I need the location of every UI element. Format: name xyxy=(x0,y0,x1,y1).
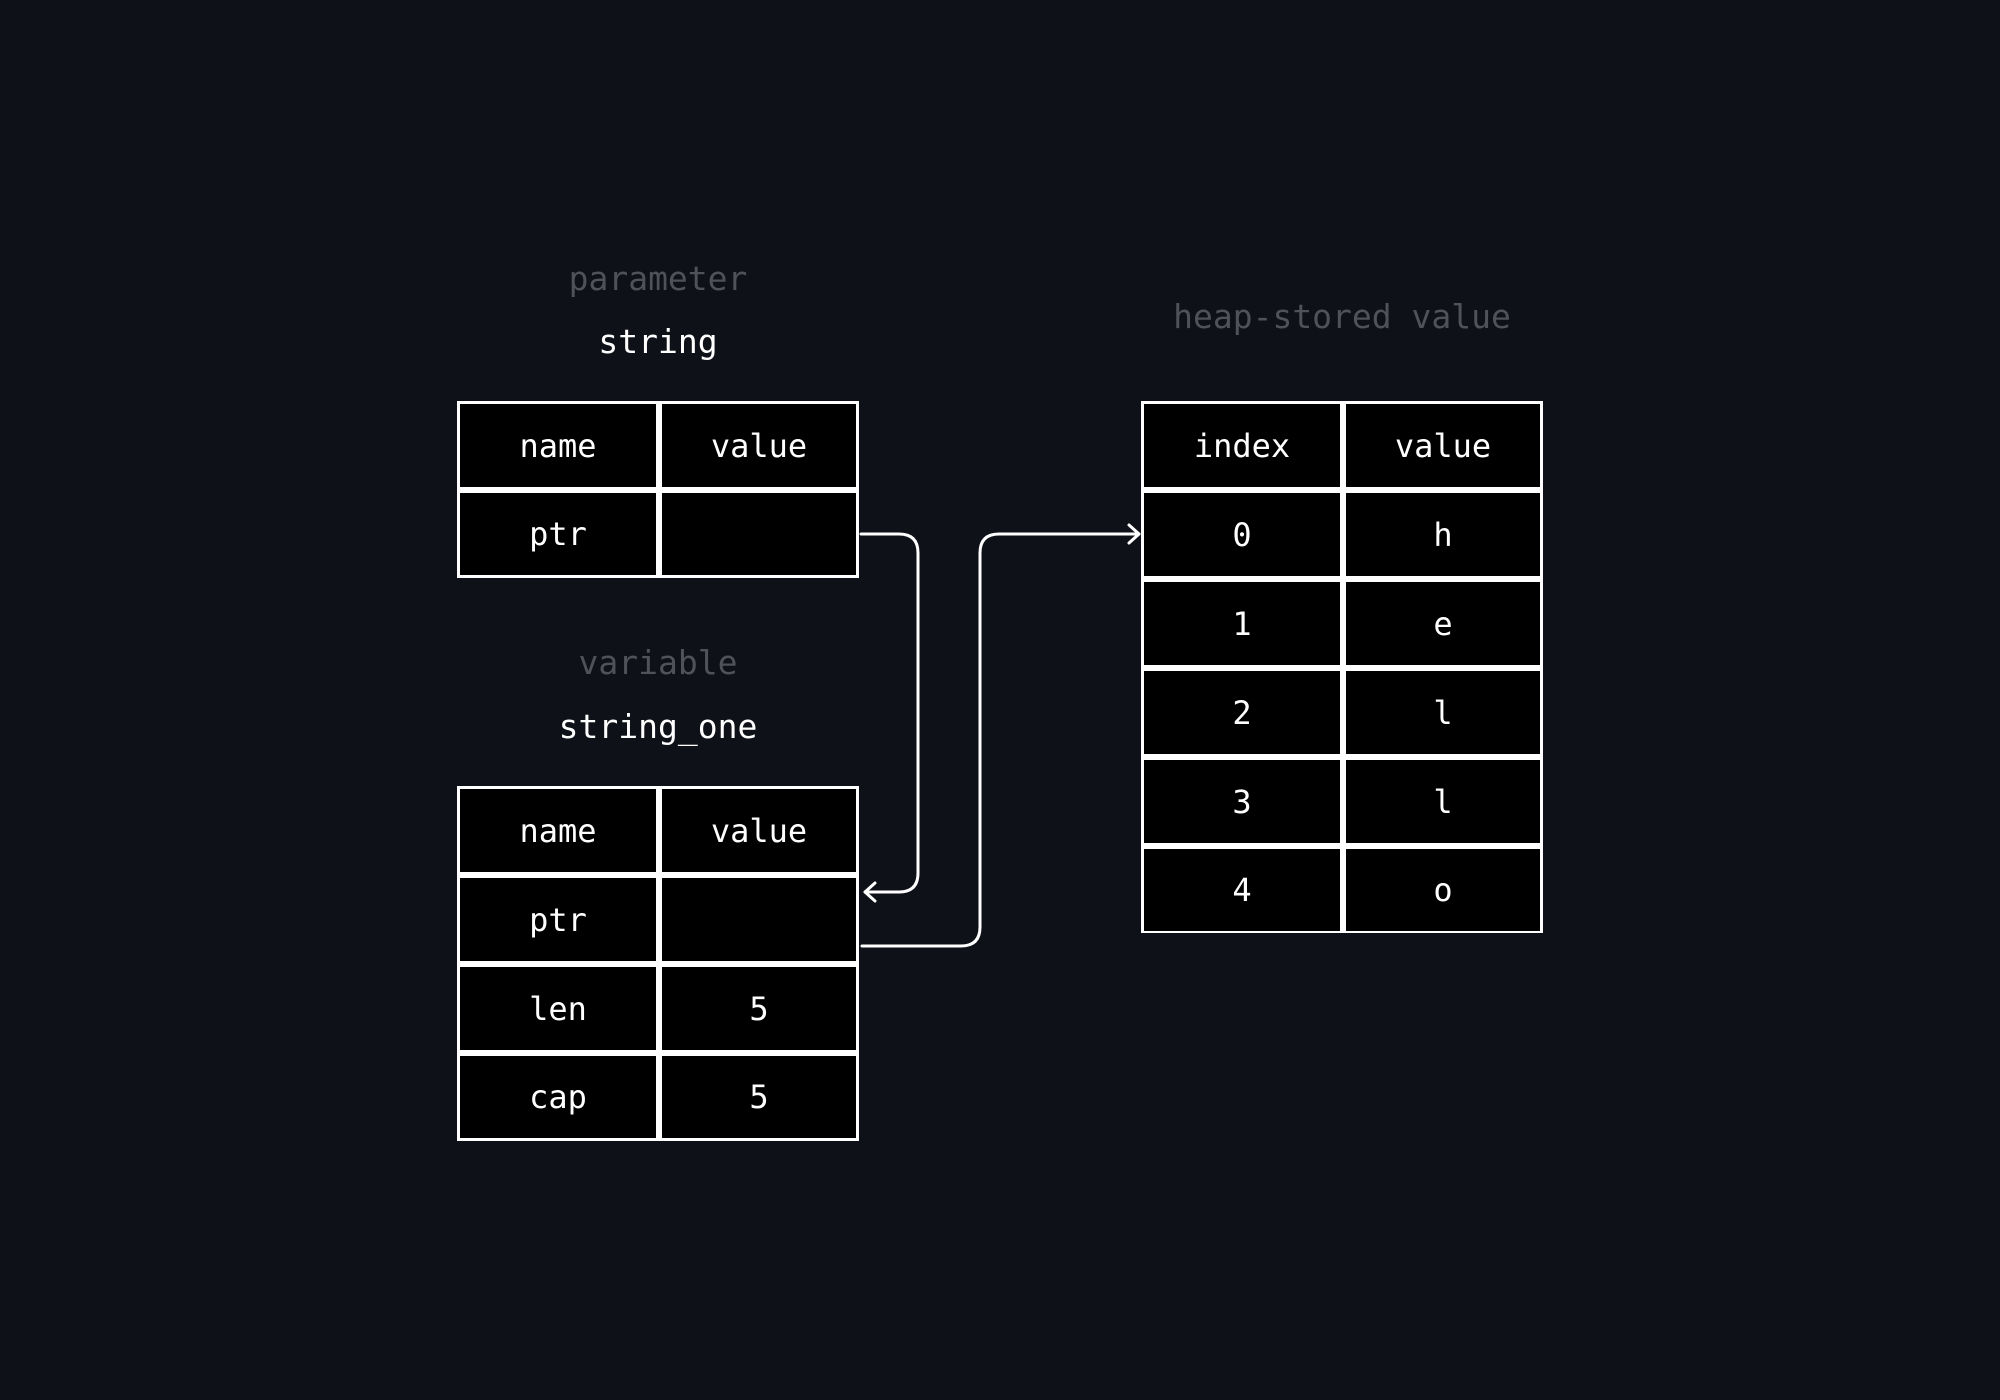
row-index-cell: 4 xyxy=(1144,849,1340,931)
row-name-cell: ptr xyxy=(460,493,656,575)
row-value-cell: e xyxy=(1346,582,1540,665)
variable-ptr-to-heap-arrow xyxy=(860,532,1141,948)
parameter-table: name value ptr xyxy=(457,401,859,578)
heap-kind-label: heap-stored value xyxy=(1173,297,1511,336)
column-header-index: index xyxy=(1144,404,1340,487)
row-value-cell xyxy=(662,493,856,575)
row-index-cell: 3 xyxy=(1144,760,1340,843)
row-value-cell xyxy=(662,878,856,961)
parameter-name-label: string xyxy=(598,322,718,361)
column-header-value: value xyxy=(662,404,856,487)
variable-kind-label: variable xyxy=(578,643,738,682)
row-value-cell: 5 xyxy=(662,967,856,1050)
row-value-cell: o xyxy=(1346,849,1540,931)
heap-table: index value 0 h 1 e 2 l 3 l 4 o xyxy=(1141,401,1543,933)
column-header-name: name xyxy=(460,404,656,487)
column-header-value: value xyxy=(1346,404,1540,487)
parameter-ptr-arrowhead xyxy=(863,881,877,903)
row-index-cell: 1 xyxy=(1144,582,1340,665)
row-value-cell: l xyxy=(1346,671,1540,754)
row-name-cell: ptr xyxy=(460,878,656,961)
row-index-cell: 2 xyxy=(1144,671,1340,754)
row-value-cell: l xyxy=(1346,760,1540,843)
variable-ptr-arrowhead xyxy=(1127,523,1141,545)
variable-table: name value ptr len 5 cap 5 xyxy=(457,786,859,1141)
column-header-value: value xyxy=(662,789,856,872)
row-value-cell: 5 xyxy=(662,1056,856,1138)
parameter-kind-label: parameter xyxy=(568,259,748,298)
row-name-cell: len xyxy=(460,967,656,1050)
column-header-name: name xyxy=(460,789,656,872)
row-index-cell: 0 xyxy=(1144,493,1340,576)
row-name-cell: cap xyxy=(460,1056,656,1138)
variable-name-label: string_one xyxy=(558,707,758,746)
parameter-ptr-to-variable-arrow xyxy=(859,532,920,894)
row-value-cell: h xyxy=(1346,493,1540,576)
